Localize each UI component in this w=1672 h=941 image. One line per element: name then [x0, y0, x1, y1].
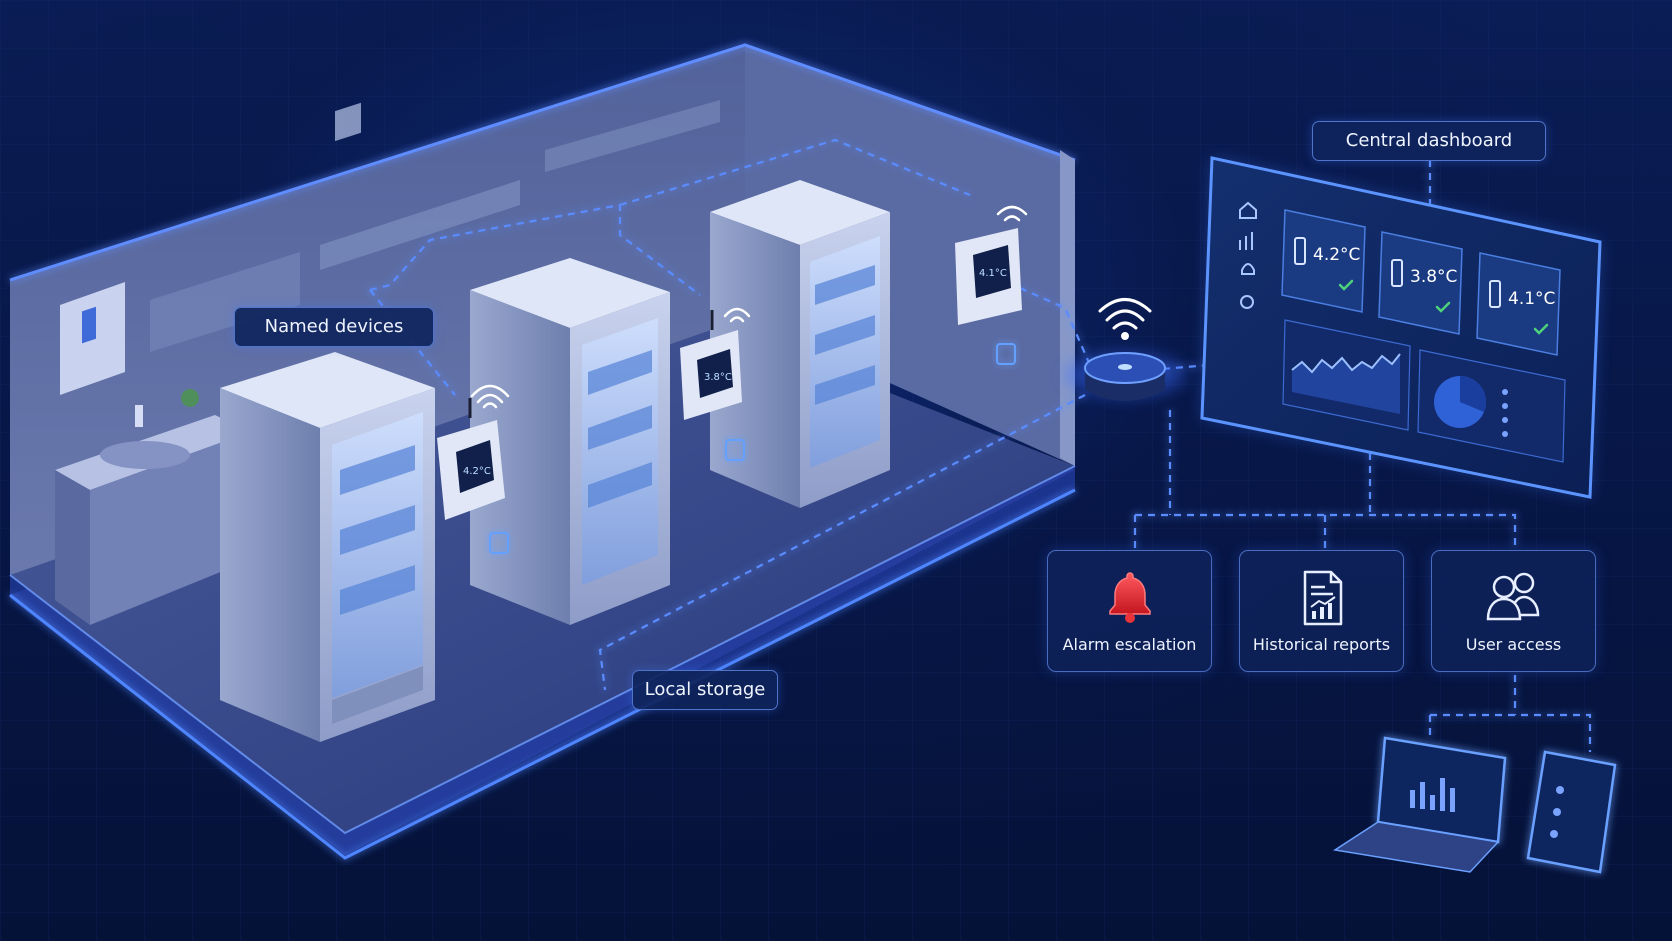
alarm-escalation-label: Alarm escalation — [1062, 635, 1197, 654]
alarm-escalation-card: Alarm escalation — [1047, 550, 1212, 672]
user-access-label: User access — [1465, 635, 1562, 654]
sensor-device-1: 4.2°C — [437, 384, 510, 554]
sensor-device-3: 4.1°C — [955, 205, 1028, 365]
named-devices-label: Named devices — [234, 307, 434, 347]
users-icon — [1486, 572, 1539, 621]
check-icons — [1338, 279, 1549, 335]
bell-icon — [1108, 572, 1151, 623]
wifi-icon — [1098, 298, 1152, 340]
sensor-2-reading: 3.8°C — [704, 372, 732, 383]
fridge-3 — [710, 180, 890, 508]
historical-reports-card: Historical reports — [1239, 550, 1404, 672]
laptop — [1332, 736, 1507, 873]
home-icon — [1239, 201, 1257, 219]
bell-small-icon — [1241, 263, 1255, 275]
dashboard-screen: 4.2°C 3.8°C 4.1°C — [1200, 156, 1602, 499]
fridge-2 — [470, 258, 670, 625]
dashboard-card-3-reading: 4.1°C — [1508, 289, 1555, 309]
local-storage-label: Local storage — [632, 670, 778, 710]
fridge-1 — [220, 352, 435, 742]
sensor-device-2: 3.8°C — [680, 307, 751, 461]
gear-small-icon — [1240, 295, 1254, 309]
bars-icon — [1239, 232, 1253, 250]
sensor-1-reading: 4.2°C — [463, 466, 491, 477]
gateway-hub — [1065, 298, 1185, 401]
user-access-card: User access — [1431, 550, 1596, 672]
central-dashboard-label: Central dashboard — [1312, 121, 1546, 161]
sensor-3-reading: 4.1°C — [979, 268, 1007, 279]
dashboard-card-2-reading: 3.8°C — [1410, 267, 1457, 287]
dashboard-card-1-reading: 4.2°C — [1313, 245, 1360, 265]
historical-reports-label: Historical reports — [1252, 635, 1391, 654]
report-chart-icon — [1303, 570, 1342, 626]
tablet — [1526, 750, 1617, 874]
